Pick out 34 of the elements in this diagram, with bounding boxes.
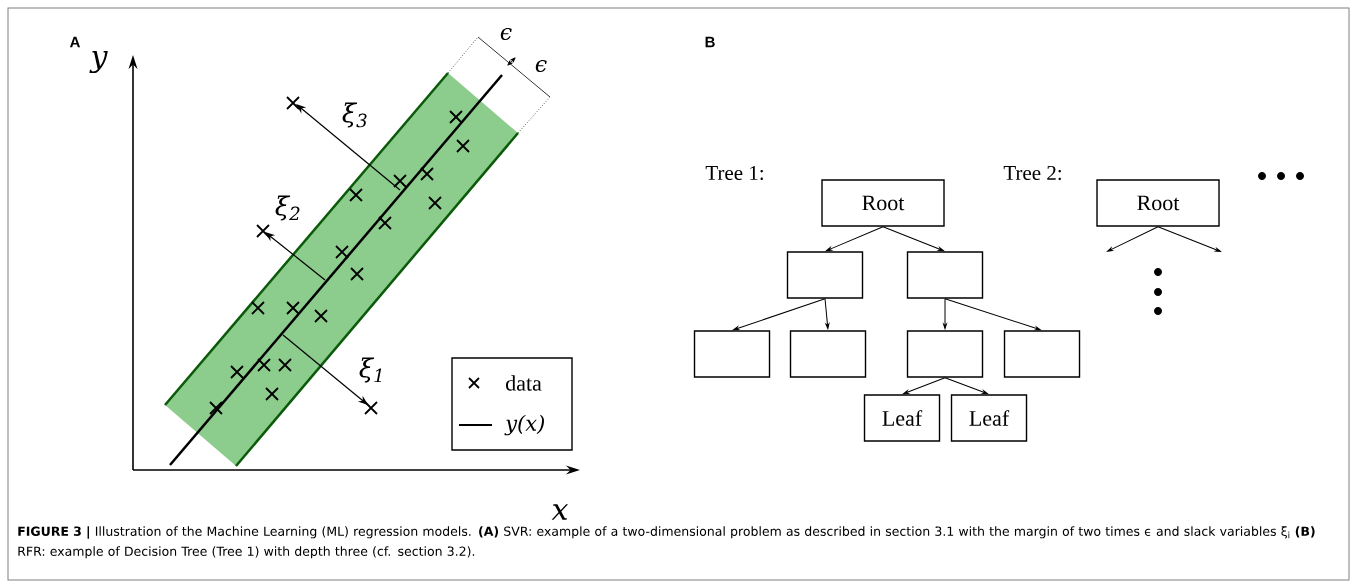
arrow — [1107, 226, 1159, 252]
tree-label: Tree 1: — [705, 165, 763, 181]
arrow — [943, 298, 947, 330]
legend-text: data — [506, 375, 542, 391]
tree-label: Tree 2: — [1003, 165, 1061, 181]
slack-label: ξ$_{1}$ — [359, 357, 382, 383]
root-box: Root — [1096, 179, 1220, 227]
arrow — [733, 298, 826, 331]
leaf-box: Leaf — [863, 394, 941, 442]
decision-node-box — [1003, 330, 1081, 378]
decision-node-box — [906, 330, 984, 378]
arrow — [903, 377, 946, 395]
root-box: Root — [821, 179, 945, 227]
dimension-label: ϵ — [535, 60, 547, 73]
caption: FIGURE 3 | Illustration of the Machine Learning (ML) regression models. (A) SVR: example of a two-dimensional problem as described in section 3.1 with the margin of two times ϵ and slack variables ξ$_{i}$ (B) RFR: example of Decision Tree (Tree 1) with depth three (cf. section 3.2). — [18, 526, 1315, 559]
axis-label: y — [89, 50, 108, 74]
panel-label: B — [705, 36, 715, 48]
leaf-box: Leaf — [950, 394, 1028, 442]
slack-label: ξ$_{3}$ — [342, 102, 367, 128]
arrow — [826, 226, 884, 252]
dimension-label: ϵ — [500, 28, 512, 41]
decision-node-box — [789, 330, 867, 378]
arrow — [944, 377, 988, 395]
slack-label: ξ$_{2}$ — [275, 195, 300, 221]
arrow — [1157, 226, 1221, 252]
decision-node-box — [693, 330, 771, 378]
panel-label: A — [69, 36, 80, 48]
decision-node-box — [906, 251, 984, 299]
axis-label: x — [551, 504, 569, 520]
arrow — [882, 226, 944, 252]
legend-text: y(x) — [504, 414, 544, 436]
arrow — [824, 298, 830, 330]
arrow — [944, 298, 1041, 331]
decision-node-box — [786, 251, 864, 299]
